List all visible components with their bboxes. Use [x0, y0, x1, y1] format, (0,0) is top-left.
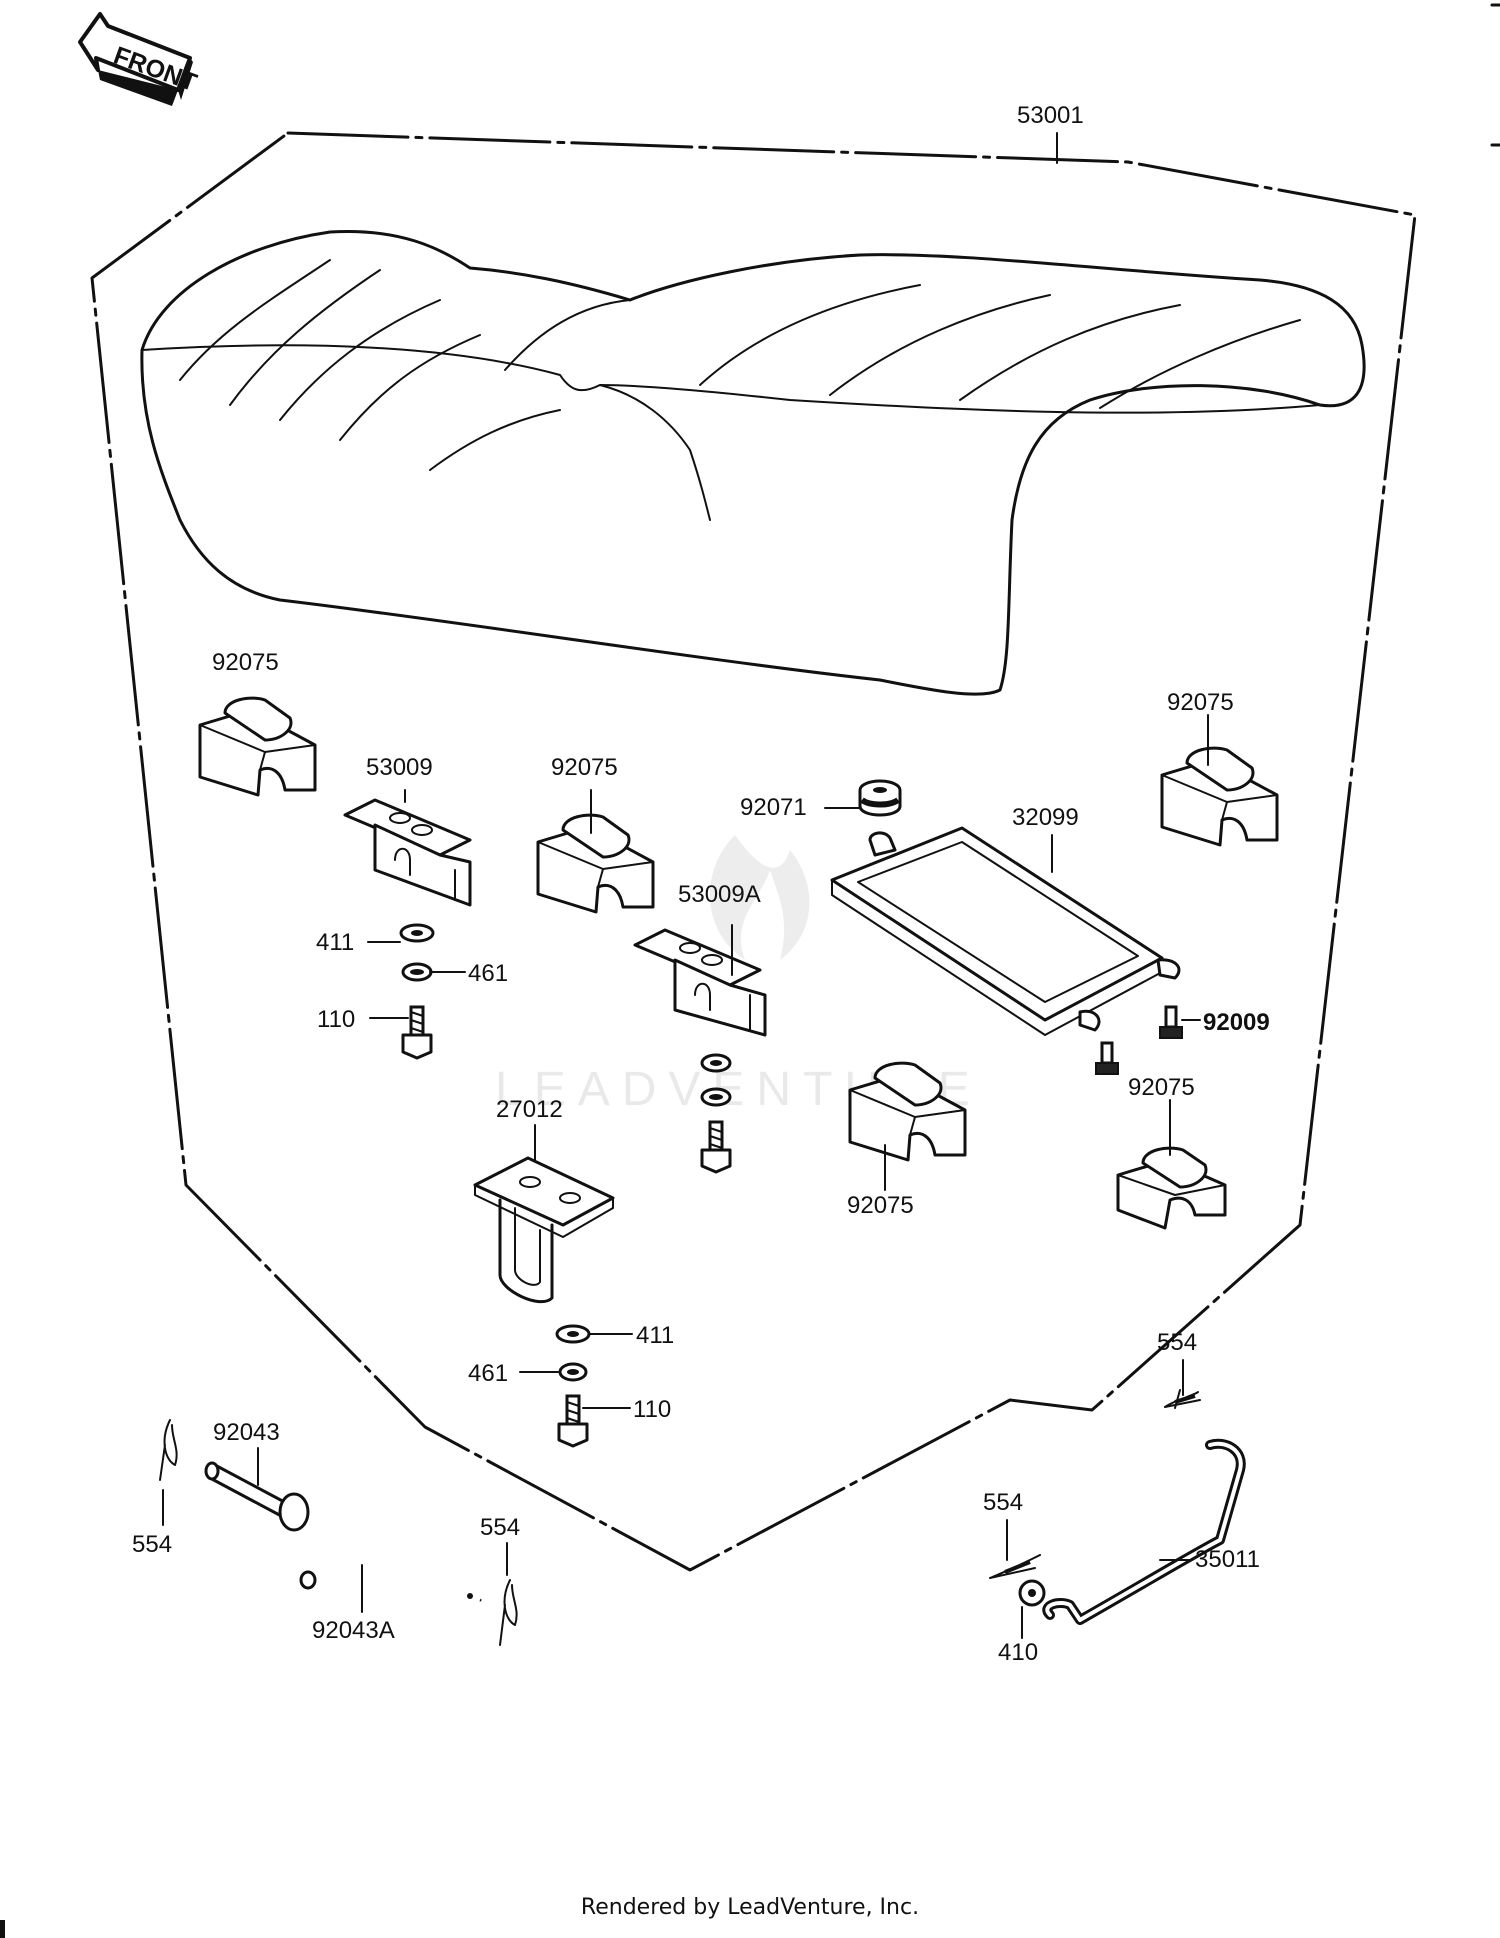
label-92043a: 92043A — [312, 1617, 395, 1644]
rod-icon — [1042, 1438, 1246, 1625]
label-53009: 53009 — [366, 754, 433, 781]
label-554: 554 — [132, 1531, 172, 1558]
label-32099: 32099 — [1012, 804, 1079, 831]
label-92075: 92075 — [1167, 689, 1234, 716]
bolt-icon — [700, 1120, 732, 1174]
bolt-icon — [557, 1394, 589, 1448]
bracket-53009-icon — [343, 798, 472, 907]
label-461: 461 — [468, 1360, 508, 1387]
label-92043: 92043 — [213, 1419, 280, 1446]
label-410: 410 — [998, 1639, 1038, 1666]
label-92075: 92075 — [847, 1192, 914, 1219]
label-27012: 27012 — [496, 1096, 563, 1123]
damper-icon — [536, 813, 655, 914]
seat-drawing — [140, 229, 1366, 696]
washer-icon — [700, 1053, 732, 1073]
label-411: 411 — [316, 929, 354, 956]
label-35011: 35011 — [1195, 1546, 1260, 1573]
label-53009a: 53009A — [678, 881, 761, 908]
bracket-53009a-icon — [633, 928, 767, 1037]
label-92075: 92075 — [1128, 1074, 1195, 1101]
washer-icon — [399, 923, 435, 943]
part-labels: 53001 92075 53009 92075 53009A 92071 320… — [132, 102, 1270, 1666]
washer-icon — [555, 1324, 591, 1344]
label-92009: 92009 — [1203, 1009, 1270, 1036]
label-554: 554 — [480, 1514, 520, 1541]
damper-icon — [198, 696, 317, 797]
lockwasher-icon — [401, 962, 433, 982]
label-53001: 53001 — [1017, 102, 1084, 129]
tray-32099-icon — [830, 826, 1181, 1036]
leader-lines — [162, 132, 1209, 1639]
label-461: 461 — [468, 960, 508, 987]
screw-icon — [1095, 1041, 1119, 1075]
label-92075: 92075 — [212, 649, 279, 676]
damper-icon — [848, 1061, 967, 1162]
damper-icon — [1160, 746, 1279, 847]
front-arrow-icon: FRONT — [78, 12, 200, 106]
label-92071: 92071 — [740, 794, 807, 821]
clip-icon — [159, 1419, 178, 1481]
label-110: 110 — [317, 1006, 355, 1033]
label-411: 411 — [636, 1322, 674, 1349]
footer-credit: Rendered by LeadVenture, Inc. — [580, 1895, 920, 1920]
bolt-icon — [401, 1005, 433, 1060]
stay-27012-icon — [473, 1156, 615, 1304]
clip-icon — [1164, 1389, 1201, 1409]
screw-icon — [1159, 1005, 1183, 1039]
grommet-icon — [858, 779, 902, 817]
label-554: 554 — [1157, 1329, 1197, 1356]
label-554: 554 — [983, 1489, 1023, 1516]
pin-a-icon — [299, 1552, 482, 1603]
assembly-outline — [90, 131, 1417, 1572]
label-92075: 92075 — [551, 754, 618, 781]
damper-icon — [1116, 1146, 1227, 1230]
pin-icon — [204, 1461, 310, 1532]
clip-icon — [499, 1579, 518, 1646]
washer-icon — [1018, 1579, 1046, 1607]
clip-icon — [989, 1554, 1041, 1579]
lockwasher-icon — [558, 1362, 588, 1382]
edge-mark — [0, 1920, 5, 1938]
label-110: 110 — [633, 1396, 671, 1423]
lockwasher-icon — [700, 1087, 732, 1107]
